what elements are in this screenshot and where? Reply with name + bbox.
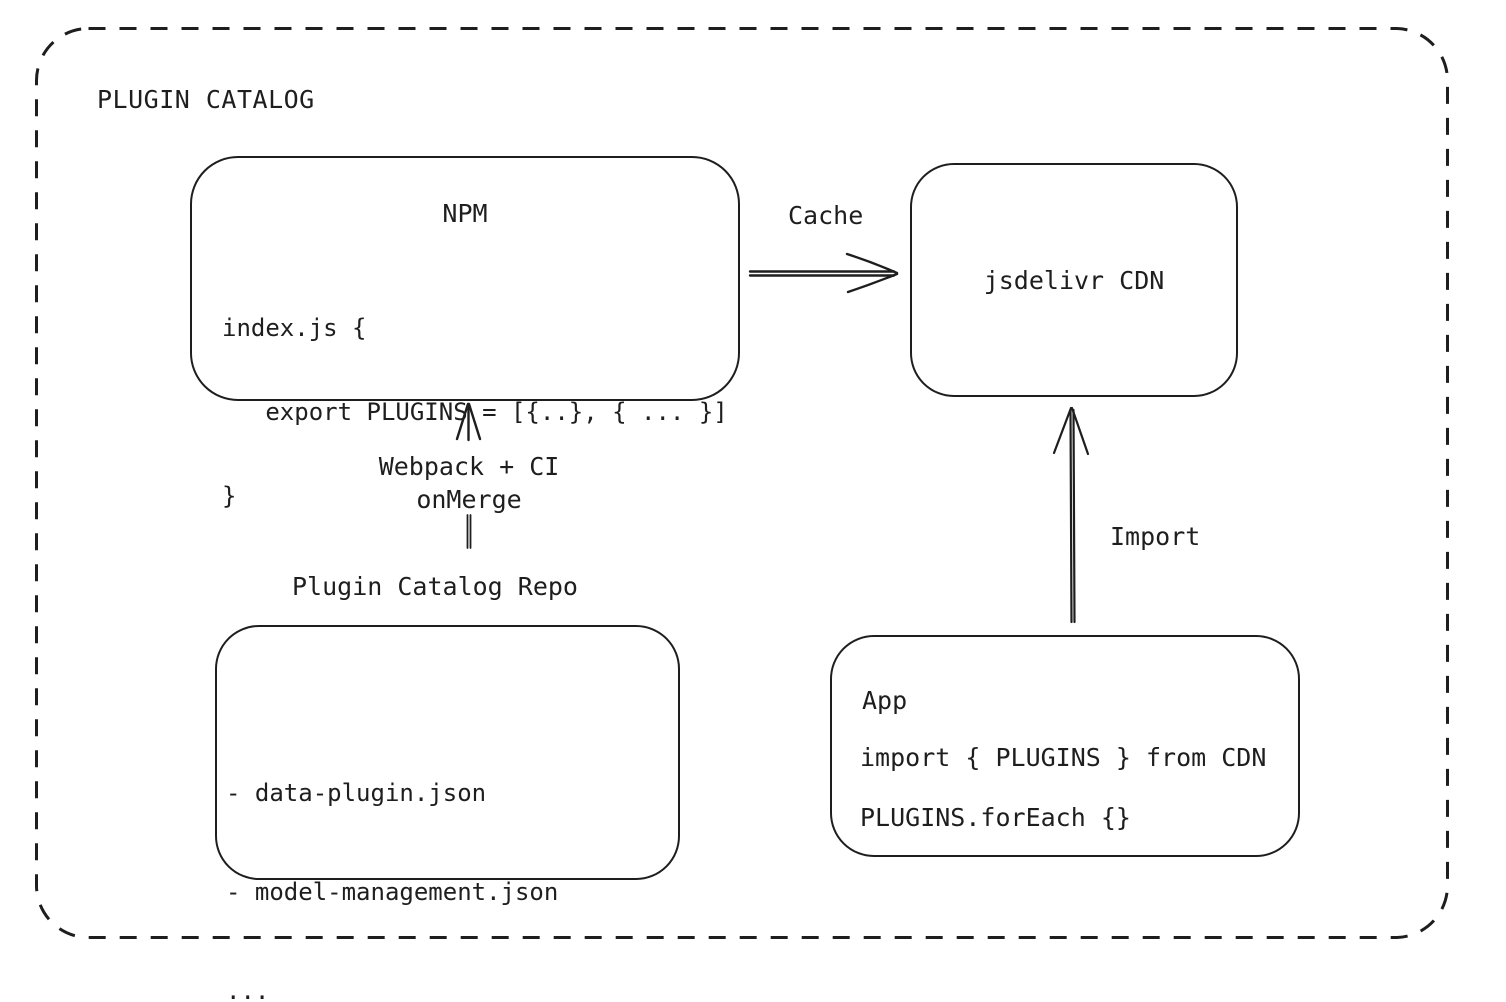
repo-file-item: - model-management.json — [226, 878, 559, 906]
app-title: App — [862, 686, 908, 715]
app-code-line-foreach: PLUGINS.forEach {} — [860, 803, 1131, 832]
repo-file-item: - data-plugin.json — [226, 779, 487, 807]
code-line: export PLUGINS = [{..}, { ... }] — [222, 398, 728, 426]
build-edge-label-line2: onMerge — [416, 485, 522, 514]
cache-arrow — [748, 252, 899, 294]
repo-file-list: - data-plugin.json - model-management.js… — [226, 711, 558, 1002]
repo-file-item: ... — [226, 977, 270, 1002]
catalog-title: PLUGIN CATALOG — [97, 85, 315, 114]
code-line: index.js { — [222, 314, 367, 342]
import-edge-label: Import — [1110, 522, 1201, 551]
cache-edge-label: Cache — [788, 201, 864, 230]
cdn-label: jsdelivr CDN — [983, 265, 1165, 295]
node-plugin-catalog-repo — [215, 625, 680, 880]
npm-title: NPM — [442, 199, 488, 228]
node-npm — [190, 156, 740, 401]
node-app — [830, 635, 1300, 857]
repo-label: Plugin Catalog Repo — [292, 572, 578, 601]
node-jsdelivr-cdn: jsdelivr CDN — [910, 163, 1238, 397]
app-code-line-import: import { PLUGINS } from CDN — [860, 743, 1267, 772]
code-line: } — [222, 482, 237, 510]
import-arrow — [1052, 406, 1090, 624]
build-edge-label-line1: Webpack + CI — [378, 452, 560, 481]
npm-code-block: index.js { export PLUGINS = [{..}, { ...… — [222, 258, 728, 566]
